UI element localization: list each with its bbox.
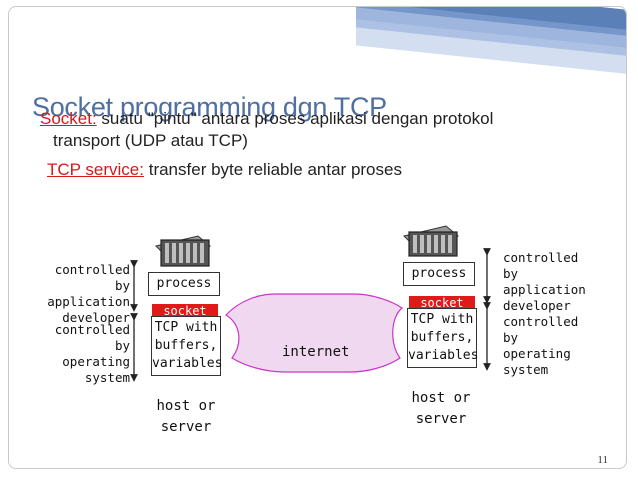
right-socket-label: socket bbox=[409, 296, 475, 310]
left-process-box: process bbox=[148, 272, 220, 296]
left-computer-icon bbox=[155, 235, 212, 267]
page-number: 11 bbox=[597, 454, 608, 466]
left-controlled-by-app-label: controlled by application developer bbox=[47, 262, 130, 325]
right-tcp-box: TCP with buffers, variables bbox=[407, 308, 478, 368]
bullet-tcp-service: TCP service: transfer byte reliable anta… bbox=[47, 160, 402, 180]
term-socket: Socket: bbox=[40, 109, 97, 128]
socket-definition-line2: transport (UDP atau TCP) bbox=[53, 131, 248, 150]
right-host-label: host or server bbox=[411, 390, 471, 427]
left-host-label: host or server bbox=[156, 398, 216, 435]
term-tcp-service: TCP service: bbox=[47, 160, 144, 179]
bullet-socket-definition: Socket: suatu "pintu" antara proses apli… bbox=[40, 108, 493, 152]
left-controlled-by-os-label: controlled by operating system bbox=[54, 322, 130, 385]
slide-frame bbox=[8, 6, 627, 469]
right-computer-icon bbox=[403, 225, 460, 257]
right-process-box: process bbox=[403, 262, 475, 286]
slide-title: Socket programming dgn TCP bbox=[32, 92, 387, 122]
left-socket-label: socket bbox=[152, 304, 218, 318]
internet-cloud bbox=[225, 293, 404, 373]
right-controlled-by-app-label: controlled by application developer bbox=[503, 250, 586, 313]
left-tcp-box: TCP with buffers, variables bbox=[151, 316, 222, 376]
tcp-service-text: transfer byte reliable antar proses bbox=[144, 160, 402, 179]
internet-label: internet bbox=[282, 344, 350, 360]
socket-definition-line1: suatu "pintu" antara proses aplikasi den… bbox=[96, 109, 494, 128]
right-controlled-by-os-label: controlled by operating system bbox=[503, 314, 579, 377]
